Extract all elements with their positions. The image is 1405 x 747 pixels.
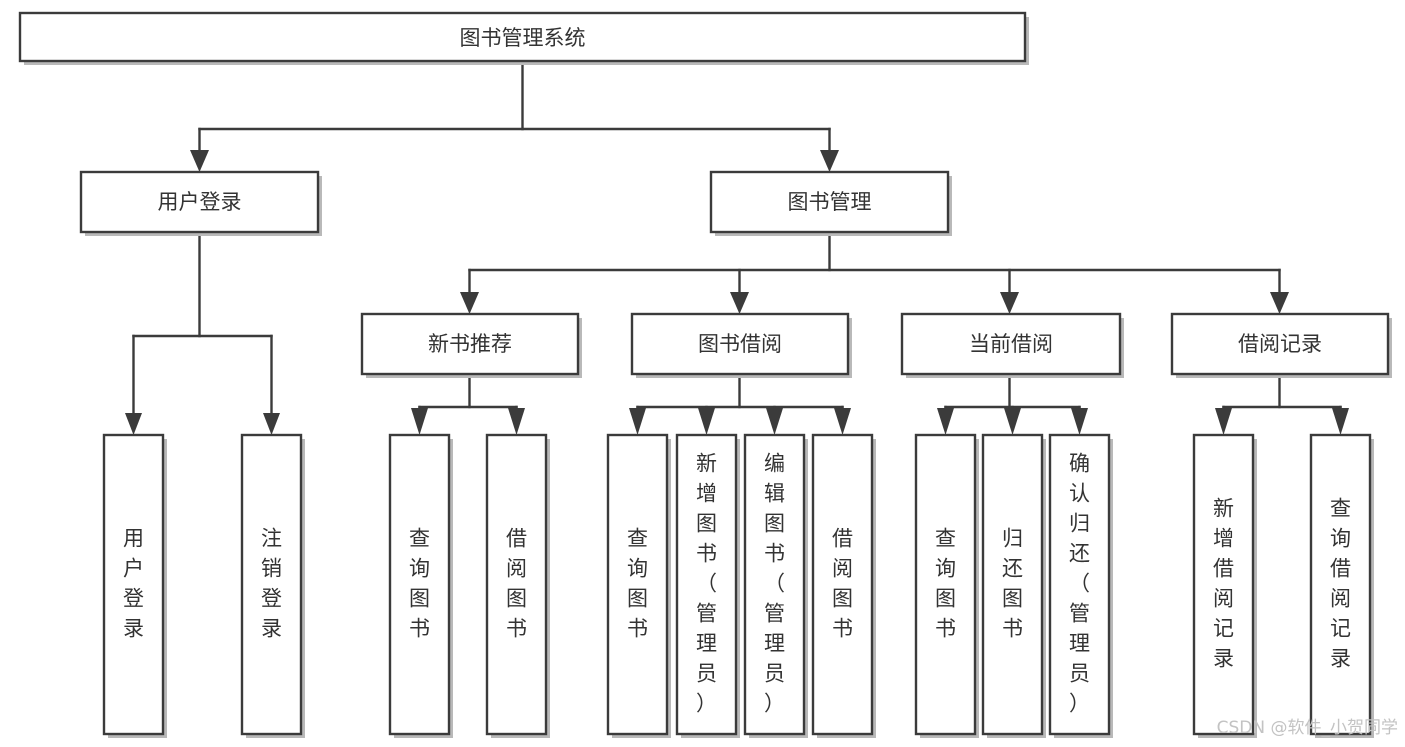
leaf-edit-book-label: 编辑图书（管理员）	[764, 452, 785, 716]
arrow-head-book-borrow	[730, 292, 749, 314]
leaf-borrow-book-box	[811, 433, 874, 736]
leaf-query-book-borrow-box	[606, 433, 669, 736]
current-borrow-box	[900, 312, 1122, 376]
node-leaf-query-book-borrow[interactable]: 查询图书	[606, 433, 671, 738]
arrow-head-borrow-record	[1270, 292, 1289, 314]
leaf-query-book-current-label: 查询图书	[935, 527, 956, 641]
csdn-watermark: CSDN @软件_小贺同学	[1217, 718, 1398, 738]
borrow-record-box	[1170, 312, 1390, 376]
leaf-confirm-return-label: 确认归还（管理员）	[1069, 452, 1090, 716]
arrow-head-leaf-query-book-recommend	[411, 408, 428, 435]
node-leaf-query-book-recommend[interactable]: 查询图书	[388, 433, 453, 738]
node-new-book-recommend[interactable]: 新书推荐	[360, 312, 582, 378]
arrow-head-current-borrow	[1000, 292, 1019, 314]
arrow-head-leaf-borrow-book-recommend	[508, 408, 525, 435]
paren-glyph: ）	[764, 692, 785, 716]
new-book-recommend-box	[360, 312, 580, 376]
node-leaf-edit-book[interactable]: 编辑图书（管理员）	[743, 433, 808, 738]
node-leaf-borrow-book-recommend[interactable]: 借阅图书	[485, 433, 550, 738]
user-login-box	[79, 170, 320, 234]
node-borrow-record[interactable]: 借阅记录	[1170, 312, 1392, 378]
leaf-query-borrow-record-box	[1309, 433, 1372, 736]
connector-layer	[125, 59, 1349, 435]
root-label: 图书管理系统	[460, 26, 586, 50]
leaf-borrow-book-label: 借阅图书	[832, 527, 853, 641]
node-book-borrow[interactable]: 图书借阅	[630, 312, 852, 378]
book-borrow-box	[630, 312, 850, 376]
leaf-user-logout-box	[240, 433, 303, 736]
arrow-head-leaf-borrow-book	[834, 408, 851, 435]
arrow-head-new-book-recommend	[460, 292, 479, 314]
node-leaf-query-borrow-record[interactable]: 查询借阅记录	[1309, 433, 1374, 738]
arrow-head-user-login	[190, 150, 209, 172]
paren-glyph: ）	[1069, 692, 1090, 716]
leaf-user-login-box	[102, 433, 165, 736]
leaf-add-book-label: 新增图书（管理员）	[696, 452, 717, 716]
node-leaf-borrow-book[interactable]: 借阅图书	[811, 433, 876, 738]
leaf-add-book-box	[675, 433, 738, 736]
leaf-return-book-label: 归还图书	[1002, 527, 1023, 641]
node-book-management[interactable]: 图书管理	[709, 170, 952, 236]
leaf-query-borrow-record-label: 查询借阅记录	[1330, 497, 1351, 671]
book-borrow-label: 图书借阅	[698, 332, 782, 356]
leaf-borrow-book-recommend-box	[485, 433, 548, 736]
node-leaf-add-borrow-record[interactable]: 新增借阅记录	[1192, 433, 1257, 738]
leaf-query-book-recommend-box	[388, 433, 451, 736]
paren-glyph: （	[696, 572, 717, 596]
leaf-add-borrow-record-box	[1192, 433, 1255, 736]
node-current-borrow[interactable]: 当前借阅	[900, 312, 1124, 378]
arrow-head-leaf-user-login	[125, 413, 142, 435]
leaf-node-layer: 用户登录 注销登录 查询图书 借阅图书 查询图书 新增图书（管理员） 编辑图书（管理员） 借阅…	[102, 433, 1374, 738]
root-box	[18, 11, 1027, 63]
node-leaf-user-logout[interactable]: 注销登录	[240, 433, 305, 738]
arrow-head-leaf-query-book-borrow	[629, 408, 646, 435]
leaf-query-book-recommend-label: 查询图书	[409, 527, 430, 641]
leaf-borrow-book-recommend-label: 借阅图书	[506, 527, 527, 641]
leaf-query-book-current-box	[914, 433, 977, 736]
leaf-edit-book-box	[743, 433, 806, 736]
node-leaf-add-book[interactable]: 新增图书（管理员）	[675, 433, 740, 738]
paren-glyph: ）	[696, 692, 717, 716]
leaf-user-logout-label: 注销登录	[261, 527, 282, 641]
node-root[interactable]: 图书管理系统	[18, 11, 1029, 65]
paren-glyph: （	[1069, 572, 1090, 596]
arrow-head-leaf-edit-book	[766, 408, 783, 435]
arrow-head-leaf-confirm-return	[1071, 408, 1088, 435]
arrow-head-leaf-query-borrow-record	[1332, 408, 1349, 435]
node-leaf-confirm-return[interactable]: 确认归还（管理员）	[1048, 433, 1113, 738]
arrow-head-book-management	[820, 150, 839, 172]
arrow-head-leaf-query-book-current	[937, 408, 954, 435]
arrow-head-leaf-return-book	[1004, 408, 1021, 435]
user-login-label: 用户登录	[158, 190, 242, 214]
arrow-head-leaf-add-borrow-record	[1215, 408, 1232, 435]
leaf-add-borrow-record-label: 新增借阅记录	[1213, 497, 1234, 671]
leaf-return-book-box	[981, 433, 1044, 736]
borrow-record-label: 借阅记录	[1238, 332, 1322, 356]
node-user-login[interactable]: 用户登录	[79, 170, 322, 236]
node-leaf-return-book[interactable]: 归还图书	[981, 433, 1046, 738]
paren-glyph: （	[764, 572, 785, 596]
book-management-label: 图书管理	[788, 190, 872, 214]
leaf-query-book-borrow-label: 查询图书	[627, 527, 648, 641]
node-leaf-query-book-current[interactable]: 查询图书	[914, 433, 979, 738]
arrow-head-leaf-add-book	[698, 408, 715, 435]
new-book-recommend-label: 新书推荐	[428, 332, 512, 356]
arrow-head-leaf-user-logout	[263, 413, 280, 435]
leaf-confirm-return-box	[1048, 433, 1111, 736]
current-borrow-label: 当前借阅	[969, 332, 1053, 356]
node-leaf-user-login[interactable]: 用户登录	[102, 433, 167, 738]
book-management-box	[709, 170, 950, 234]
leaf-user-login-label: 用户登录	[123, 527, 144, 641]
